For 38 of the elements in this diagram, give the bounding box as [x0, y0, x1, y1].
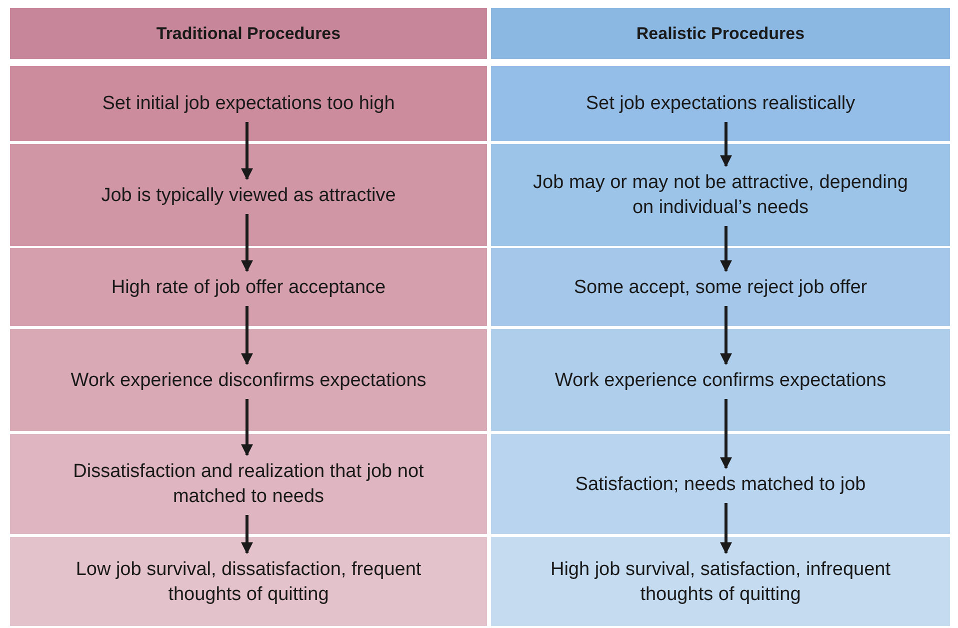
arrow [720, 399, 732, 470]
arrow [720, 226, 732, 272]
header-text: Realistic Procedures [636, 22, 805, 44]
arrow [241, 399, 253, 456]
header-text: Traditional Procedures [156, 22, 341, 44]
step-cell [491, 248, 950, 326]
step-cell [10, 329, 487, 431]
step-cell [10, 537, 487, 626]
step-text: Work experience disconfirms expectations [70, 368, 426, 392]
step-text: Job may or may not be attractive, depending on individual’s needs [532, 171, 909, 220]
step-cell [10, 66, 487, 141]
step-cell [491, 66, 950, 141]
arrow [241, 515, 253, 554]
arrow [241, 306, 253, 366]
arrow [720, 122, 732, 168]
step-cell [491, 537, 950, 626]
step-text: Job is typically viewed as attractive [101, 184, 396, 208]
step-cell [10, 144, 487, 246]
step-cell [10, 434, 487, 534]
step-text: Work experience confirms expectations [554, 368, 886, 392]
step-text: High rate of job offer acceptance [111, 276, 386, 300]
step-text: Some accept, some reject job offer [574, 276, 868, 300]
step-text: Dissatisfaction and realization that job not matched to needs [72, 460, 425, 509]
arrow [720, 503, 732, 554]
step-cell [10, 248, 487, 326]
column-header [491, 8, 950, 59]
step-text: Satisfaction; needs matched to job [575, 472, 866, 496]
step-text: Set job expectations realistically [586, 92, 856, 116]
step-text: Low job survival, dissatisfaction, frequent thoughts of quitting [74, 558, 422, 606]
step-text: Set initial job expectations too high [102, 92, 395, 116]
step-text: High job survival, satisfaction, infrequent thoughts of quitting [549, 558, 892, 606]
arrow [241, 122, 253, 180]
arrow [241, 214, 253, 272]
column-header [10, 8, 487, 59]
step-cell [491, 144, 950, 246]
arrow [720, 306, 732, 366]
step-cell [491, 329, 950, 431]
step-cell [491, 434, 950, 534]
